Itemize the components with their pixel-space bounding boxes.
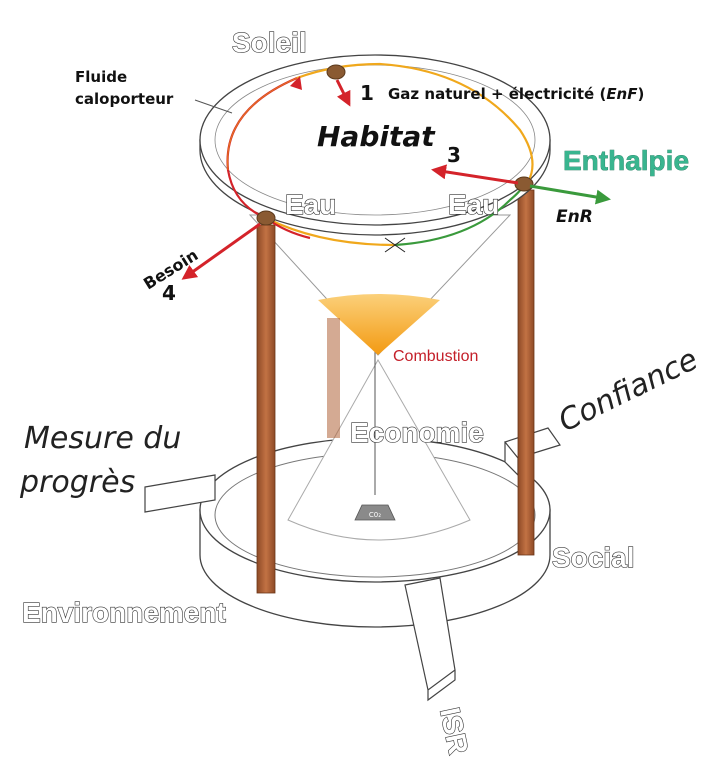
label-step4-num: 4 — [162, 281, 176, 305]
label-fluide: Fluide — [75, 68, 127, 86]
label-isr: ISR — [434, 705, 474, 757]
node-top — [326, 64, 346, 80]
label-social: Social — [552, 542, 634, 573]
label-habitat: Habitat — [317, 120, 436, 153]
pillar-front-right — [517, 189, 535, 556]
top-disc — [199, 54, 551, 236]
loop-bottom-orange — [265, 217, 396, 247]
top-disc-surface — [199, 54, 551, 226]
label-caloporteur: caloporteur — [75, 90, 174, 108]
arrow-1 — [335, 79, 351, 107]
arrow-4 — [181, 222, 261, 280]
step1-enf: EnF — [606, 85, 638, 103]
label-mesure-1: Mesure du — [24, 421, 181, 456]
arrow-enr — [529, 184, 611, 205]
node-left — [256, 210, 276, 226]
label-mesure-2: progrès — [19, 465, 135, 500]
fluid-pointer-line — [194, 99, 233, 114]
loop-cross — [384, 237, 406, 253]
step1-close: ) — [637, 85, 644, 103]
lower-glass — [287, 358, 471, 541]
loop-left-orange — [226, 77, 298, 171]
co2-label: C0₂ — [369, 511, 381, 519]
label-enthalpie: Enthalpie — [563, 145, 689, 176]
label-eau-left: Eau — [285, 189, 336, 220]
label-step1-num: 1 — [360, 81, 374, 105]
label-eau-right: Eau — [448, 189, 499, 220]
step1-text: Gaz naturel + électricité ( — [388, 85, 606, 103]
sand-cone — [318, 294, 440, 355]
label-step1: Gaz naturel + électricité (EnF) — [388, 85, 644, 103]
arm-bottom — [404, 577, 456, 702]
co2-weight — [354, 504, 396, 521]
label-confiance: Confiance — [553, 342, 703, 439]
label-soleil: Soleil — [232, 27, 307, 58]
label-economie: Economie — [350, 417, 484, 448]
arm-left — [144, 474, 216, 513]
pillar-back-left — [327, 318, 340, 438]
label-combustion: Combustion — [393, 348, 478, 365]
label-step3-num: 3 — [447, 143, 461, 167]
loop-arrow-head — [290, 76, 302, 90]
label-enr: EnR — [556, 207, 593, 227]
pillar-front-left — [256, 224, 276, 594]
label-environnement: Environnement — [22, 597, 226, 628]
arrow-3 — [431, 164, 519, 185]
